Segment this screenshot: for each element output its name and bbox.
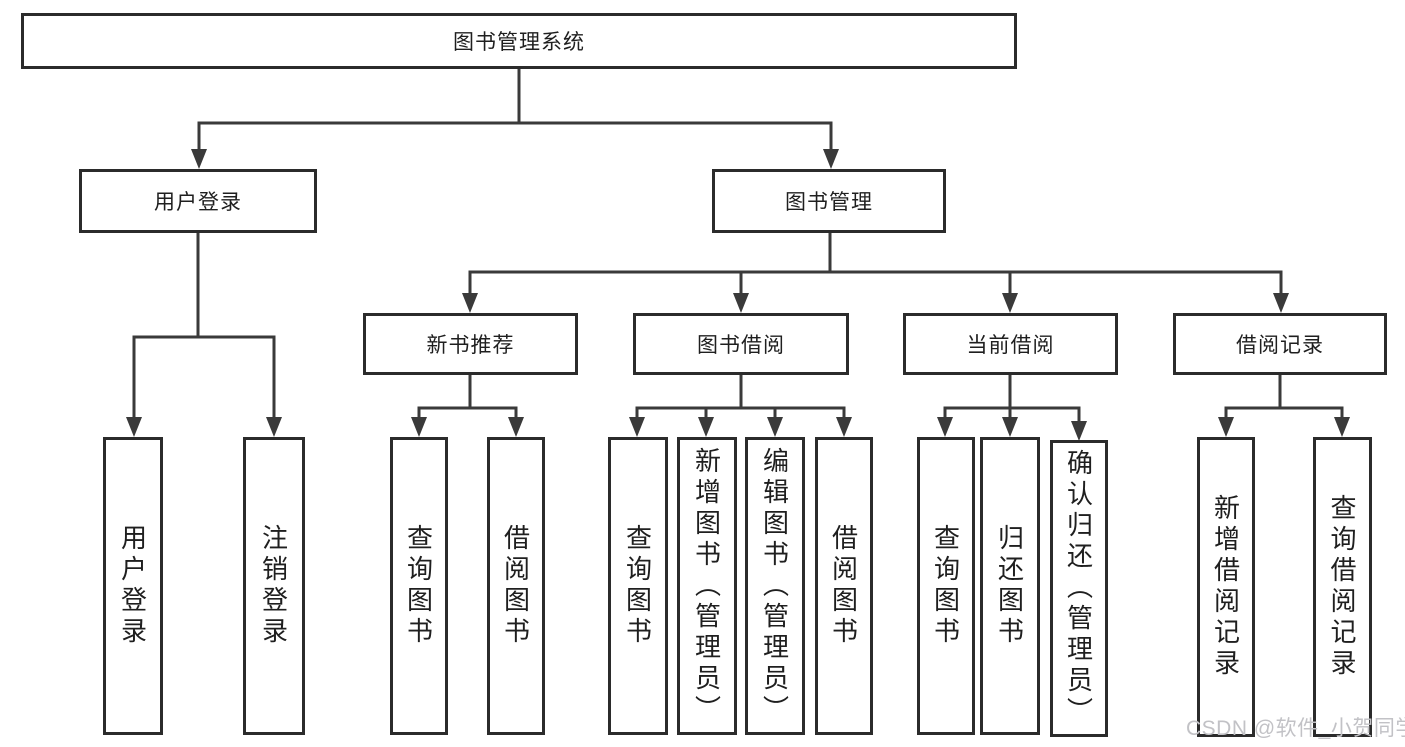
leaf-label: 查询图书 [403,524,434,648]
leaf-records-add-record: 新增借阅记录 [1197,437,1255,737]
arrow-down-icon [698,417,714,437]
leaf-user-login: 用户登录 [103,437,163,735]
arrow-down-icon [1071,421,1087,441]
arrow-down-icon [191,149,207,169]
arrow-down-icon [767,417,783,437]
arrow-down-icon [629,417,645,437]
leaf-current-return-books: 归还图书 [980,437,1040,735]
leaf-label: 借阅图书 [500,524,531,648]
arrow-down-icon [733,293,749,313]
arrow-down-icon [1273,293,1289,313]
node-label: 当前借阅 [966,334,1055,357]
leaf-lending-query-books: 查询图书 [608,437,668,735]
leaf-current-query-books: 查询图书 [917,437,975,735]
leaf-label: 新增图书（管理员） [691,446,722,726]
leaf-lending-add-books-admin: 新增图书（管理员） [677,437,737,735]
arrow-down-icon [462,293,478,313]
leaf-label: 借阅图书 [828,524,859,648]
node-current-lending: 当前借阅 [903,313,1118,375]
arrow-down-icon [1002,417,1018,437]
arrow-down-icon [937,417,953,437]
leaf-label: 用户登录 [117,524,148,648]
arrow-down-icon [836,417,852,437]
leaf-recommend-borrow-books: 借阅图书 [487,437,545,735]
leaf-label: 确认归还（管理员） [1063,449,1094,728]
leaf-label: 编辑图书（管理员） [759,446,790,726]
leaf-label: 归还图书 [994,524,1025,648]
node-lending-records: 借阅记录 [1173,313,1387,375]
leaf-recommend-query-books: 查询图书 [390,437,448,735]
node-label: 借阅记录 [1236,334,1324,357]
node-new-book-recommend: 新书推荐 [363,313,578,375]
node-library-management-system: 图书管理系统 [21,13,1017,69]
arrow-down-icon [411,417,427,437]
leaf-label: 新增借阅记录 [1210,494,1241,680]
arrow-down-icon [1002,293,1018,313]
leaf-records-query-record: 查询借阅记录 [1313,437,1372,737]
arrow-down-icon [823,149,839,169]
arrow-down-icon [266,417,282,437]
leaf-current-confirm-return-admin: 确认归还（管理员） [1050,440,1108,737]
node-label: 新书推荐 [426,334,515,357]
leaf-lending-borrow-books: 借阅图书 [815,437,873,735]
node-book-management: 图书管理 [712,169,946,233]
node-label: 用户登录 [154,191,242,214]
watermark: CSDN @软件_小贺同学 [1186,717,1405,740]
node-user-login: 用户登录 [79,169,317,233]
leaf-label: 查询图书 [930,524,961,648]
arrow-down-icon [1334,417,1350,437]
node-book-lending: 图书借阅 [633,313,849,375]
leaf-label: 查询图书 [622,524,653,648]
node-label: 图书借阅 [697,334,785,357]
leaf-logout: 注销登录 [243,437,305,735]
arrow-down-icon [126,417,142,437]
leaf-label: 查询借阅记录 [1327,494,1357,680]
leaf-label: 注销登录 [258,524,289,648]
node-label: 图书管理 [785,191,873,214]
node-label: 图书管理系统 [453,31,585,54]
arrow-down-icon [1218,417,1234,437]
arrow-down-icon [508,417,524,437]
leaf-lending-edit-books-admin: 编辑图书（管理员） [745,437,805,735]
